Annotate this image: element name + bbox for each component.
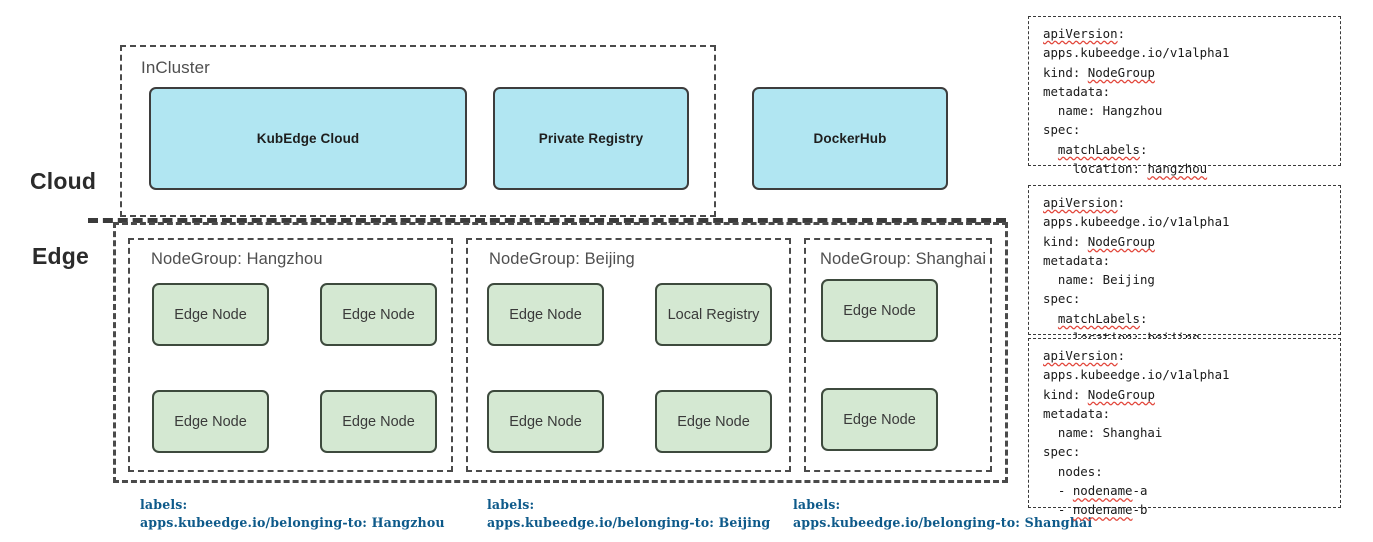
spellcheck-underline: NodeGroup [1087, 386, 1155, 402]
labels-note-line1: labels: [140, 497, 188, 512]
yaml-line: spec: [1043, 291, 1081, 307]
labels-note-line1: labels: [487, 497, 535, 512]
spellcheck-underline: nodename [1072, 483, 1133, 499]
yaml-line: - nodename-b [1043, 502, 1148, 518]
incluster-title: InCluster [141, 58, 210, 77]
yaml-line: nodes: [1043, 463, 1103, 479]
nodegroup-shanghai-title: NodeGroup: Shanghai [820, 250, 987, 268]
cloud-tier-label: Cloud [30, 168, 97, 194]
edge-outer-container [113, 222, 1008, 483]
spellcheck-underline: NodeGroup [1087, 233, 1155, 249]
yaml-line: name: Beijing [1043, 272, 1155, 288]
edge-node-card[interactable]: Edge Node [821, 388, 938, 451]
edge-node-card[interactable]: Edge Node [320, 283, 437, 346]
nodegroup-beijing-container [466, 238, 791, 472]
spellcheck-underline: apiVersion [1043, 195, 1118, 210]
nodegroup-hangzhou-container [128, 238, 453, 472]
yaml-line: apps.kubeedge.io/v1alpha1 [1043, 367, 1230, 383]
yaml-panel-shanghai: apiVersion: apps.kubeedge.io/v1alpha1 kind… [1028, 338, 1341, 517]
yaml-line: spec: [1043, 444, 1081, 460]
card-kubedge-cloud[interactable]: KubEdge Cloud [149, 87, 467, 190]
yaml-line: metadata: [1043, 405, 1111, 421]
yaml-line: matchLabels: [1057, 310, 1148, 326]
yaml-line: metadata: [1043, 252, 1111, 268]
yaml-line: kind: NodeGroup [1043, 233, 1155, 249]
labels-note-line2: apps.kubeedge.io/belonging-to: Beijing [487, 515, 771, 530]
nodegroup-beijing-title: NodeGroup: Beijing [489, 250, 635, 268]
yaml-line: apps.kubeedge.io/v1alpha1 [1043, 45, 1230, 61]
spellcheck-underline: matchLabels [1057, 310, 1140, 326]
yaml-line: metadata: [1043, 83, 1111, 99]
labels-note-beijing: labels: apps.kubeedge.io/belonging-to: B… [487, 496, 770, 532]
yaml-line: matchLabels: [1057, 141, 1148, 157]
labels-note-shanghai: labels: apps.kubeedge.io/belonging-to: S… [793, 496, 1092, 532]
edge-tier-label: Edge [32, 243, 90, 269]
edge-node-card[interactable]: Edge Node [821, 279, 938, 342]
spellcheck-underline: nodename [1072, 502, 1133, 518]
yaml-line: kind: NodeGroup [1043, 386, 1155, 402]
edge-node-card[interactable]: Edge Node [320, 390, 437, 453]
edge-node-card[interactable]: Edge Node [152, 283, 269, 346]
incluster-container [120, 45, 716, 217]
yaml-line: apiVersion: [1043, 348, 1126, 363]
yaml-line: location: hangzhou [1043, 161, 1208, 177]
yaml-line: apiVersion: [1043, 195, 1126, 210]
cloud-edge-divider [88, 218, 1006, 223]
yaml-line: spec: [1043, 122, 1081, 138]
spellcheck-underline: apiVersion [1043, 348, 1118, 363]
spellcheck-underline: hangzhou [1147, 161, 1208, 177]
card-private-registry[interactable]: Private Registry [493, 87, 689, 190]
labels-note-line1: labels: [793, 497, 841, 512]
yaml-line: apps.kubeedge.io/v1alpha1 [1043, 214, 1230, 230]
yaml-line: name: Shanghai [1043, 425, 1163, 441]
labels-note-line2: apps.kubeedge.io/belonging-to: Hangzhou [140, 515, 445, 530]
edge-node-card[interactable]: Edge Node [487, 390, 604, 453]
labels-note-hangzhou: labels: apps.kubeedge.io/belonging-to: H… [140, 496, 445, 532]
yaml-line: - nodename-a [1043, 483, 1148, 499]
card-dockerhub[interactable]: DockerHub [752, 87, 948, 190]
nodegroup-shanghai-container [804, 238, 992, 472]
edge-node-card[interactable]: Edge Node [152, 390, 269, 453]
nodegroup-hangzhou-title: NodeGroup: Hangzhou [151, 250, 323, 268]
spellcheck-underline: apiVersion [1043, 26, 1118, 41]
edge-node-card[interactable]: Edge Node [487, 283, 604, 346]
yaml-line: kind: NodeGroup [1043, 64, 1155, 80]
yaml-panel-beijing: apiVersion: apps.kubeedge.io/v1alpha1 kind… [1028, 185, 1341, 364]
spellcheck-underline: matchLabels [1057, 141, 1140, 157]
spellcheck-underline: NodeGroup [1087, 64, 1155, 80]
yaml-panel-hangzhou: apiVersion: apps.kubeedge.io/v1alpha1 kind… [1028, 16, 1341, 176]
edge-node-card[interactable]: Edge Node [655, 390, 772, 453]
yaml-line: apiVersion: [1043, 26, 1126, 41]
labels-note-line2: apps.kubeedge.io/belonging-to: Shanghai [793, 515, 1093, 530]
local-registry-card[interactable]: Local Registry [655, 283, 772, 346]
yaml-line: name: Hangzhou [1043, 103, 1163, 119]
